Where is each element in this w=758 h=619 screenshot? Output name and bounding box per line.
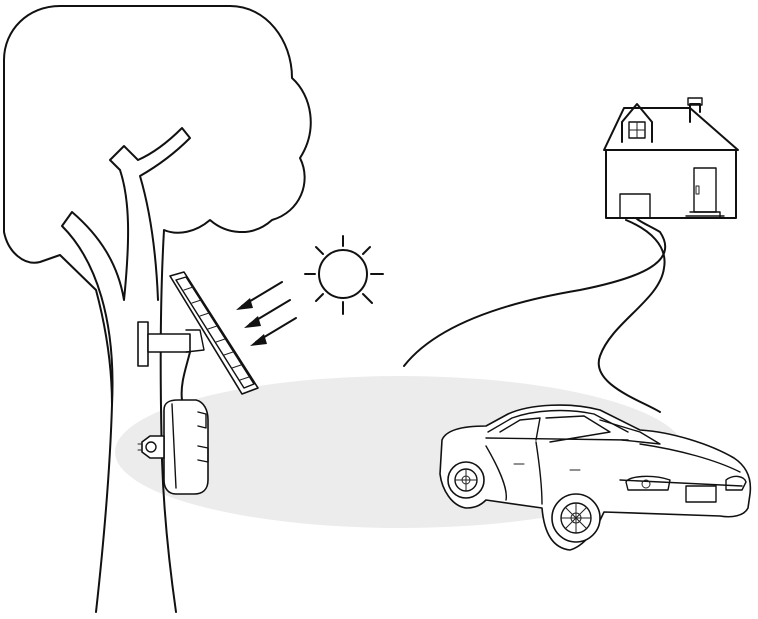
cable-icon bbox=[597, 219, 666, 413]
sun-icon bbox=[304, 235, 384, 315]
solar-panel-icon bbox=[137, 271, 259, 401]
floodlight-icon bbox=[163, 399, 209, 495]
tree-icon bbox=[3, 5, 312, 613]
sunlight-arrows-icon bbox=[236, 281, 297, 346]
motion-sensor-icon bbox=[137, 435, 165, 459]
car-icon bbox=[439, 404, 752, 551]
cable-icon bbox=[403, 217, 667, 367]
house-icon bbox=[603, 97, 739, 219]
